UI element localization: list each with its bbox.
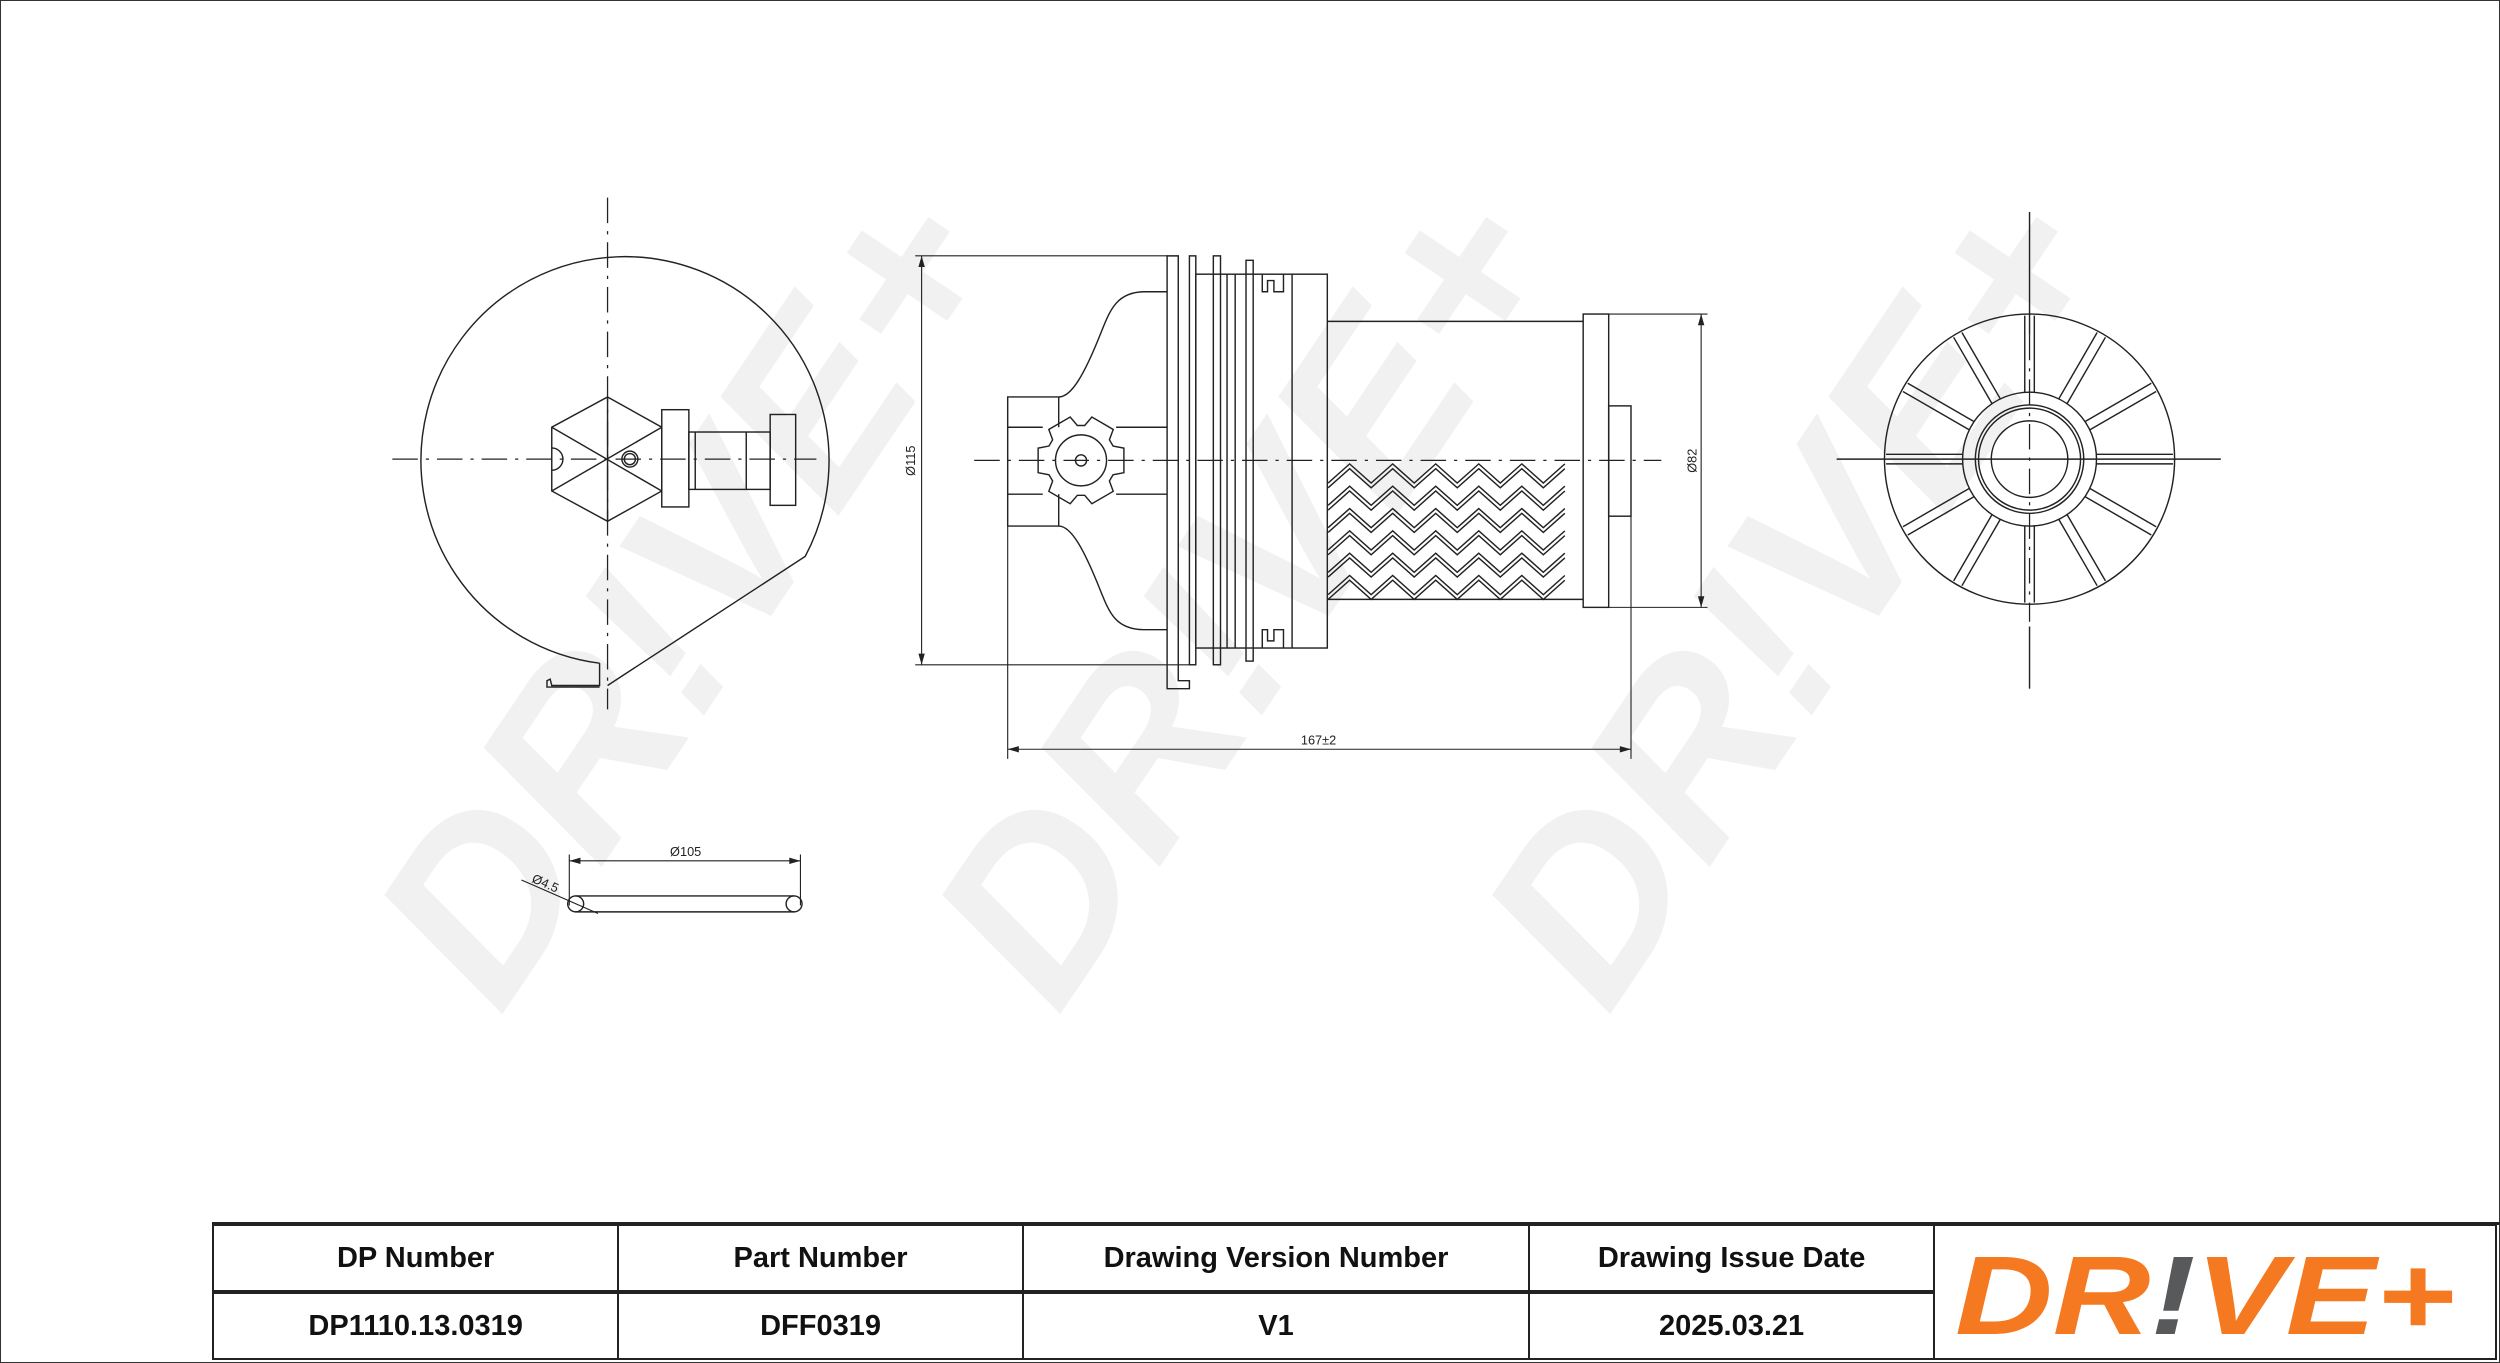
oring-diameter-label: Ø105 <box>670 844 701 859</box>
rib-line <box>1907 496 1975 536</box>
pleat-line <box>1327 529 1566 551</box>
value-issue-date: 2025.03.21 <box>1528 1291 1935 1360</box>
outer-diameter-label: Ø115 <box>903 446 918 476</box>
valve-knob <box>769 413 797 507</box>
value-drawing-version: V1 <box>1021 1291 1531 1360</box>
pleat-line <box>1327 534 1566 556</box>
rib-line <box>1902 390 1970 431</box>
hex-hole-inner <box>623 452 637 466</box>
svg-text:DR!VE+: DR!VE+ <box>1955 1248 2455 1343</box>
title-block-header-row: DP Number Part Number Drawing Version Nu… <box>211 1224 1935 1294</box>
length-label: 167±2 <box>1301 732 1336 747</box>
pleat-line <box>1327 490 1566 512</box>
rib-line <box>1961 332 2001 400</box>
header-dp-number: DP Number <box>211 1224 620 1294</box>
pleat-line <box>1327 574 1566 596</box>
rib-line <box>2084 496 2152 536</box>
pleat-line <box>1327 579 1566 601</box>
logo-text-dr: DR <box>1955 1248 2151 1343</box>
rib-line <box>1953 514 1993 582</box>
pleat-line <box>1327 485 1566 507</box>
pleat-line <box>1327 507 1566 529</box>
filter-media-pleats <box>1327 462 1566 601</box>
rib-line <box>2058 519 2098 587</box>
rib-line <box>2066 336 2107 404</box>
logo-cell: DR!VE+ <box>1935 1224 2497 1360</box>
rib-line <box>2066 514 2107 582</box>
cap-outline <box>1006 291 1168 631</box>
rib-line <box>1953 336 1993 404</box>
pleat-line <box>1327 462 1566 484</box>
body-notch <box>1261 274 1285 293</box>
logo-text-mark: ! <box>2150 1248 2195 1343</box>
mounting-tab <box>546 663 601 688</box>
rib-line <box>2089 487 2157 528</box>
title-block-value-row: DP1110.13.0319 DFF0319 V1 2025.03.21 <box>211 1291 1935 1360</box>
title-block: DP Number Part Number Drawing Version Nu… <box>211 1224 1935 1360</box>
flange-plate <box>1245 259 1254 662</box>
header-drawing-version: Drawing Version Number <box>1021 1224 1531 1294</box>
title-block-top-border <box>212 1222 2500 1225</box>
end-boss <box>1607 405 1632 517</box>
hex-line <box>551 426 663 492</box>
rib-line <box>2089 390 2157 431</box>
side-view: Ø115 Ø82 167±2 <box>569 255 1708 865</box>
rib-line <box>1961 519 2001 587</box>
header-issue-date: Drawing Issue Date <box>1528 1224 1935 1294</box>
hex-notch <box>551 447 564 471</box>
oring-section <box>566 895 585 913</box>
drain-knob-inner <box>1054 434 1108 487</box>
value-part-number: DFF0319 <box>617 1291 1024 1360</box>
end-ribs <box>1886 315 2174 603</box>
rib-line <box>1907 382 1975 423</box>
watermarks: DR!VE+ DR!VE+ DR!VE+ <box>321 144 2158 1047</box>
pleat-line <box>1327 512 1566 534</box>
flange-plate <box>1212 255 1222 666</box>
pleat-line <box>1327 552 1566 574</box>
housing-outline <box>420 255 830 687</box>
body-notch <box>1261 628 1285 649</box>
end-view-right <box>1836 212 2221 689</box>
pleat-line <box>1327 556 1566 579</box>
rib-line <box>1902 487 1970 528</box>
front-view-left <box>392 197 830 710</box>
value-dp-number: DP1110.13.0319 <box>211 1291 620 1360</box>
logo-text-ve: VE+ <box>2195 1248 2455 1343</box>
dim-line-4-5 <box>521 879 599 914</box>
hex-hole <box>621 450 639 468</box>
oring-section <box>785 895 803 913</box>
pleat-line <box>1327 467 1566 489</box>
drive-logo: DR!VE+ <box>1955 1248 2455 1343</box>
rib-line <box>2058 332 2098 400</box>
header-part-number: Part Number <box>617 1224 1024 1294</box>
tube-diameter-label: Ø82 <box>1684 449 1699 473</box>
drain-knob <box>1037 416 1125 505</box>
drain-knob-hole <box>1074 454 1088 467</box>
rib-line <box>2084 382 2152 423</box>
flange-plate <box>1166 255 1191 690</box>
